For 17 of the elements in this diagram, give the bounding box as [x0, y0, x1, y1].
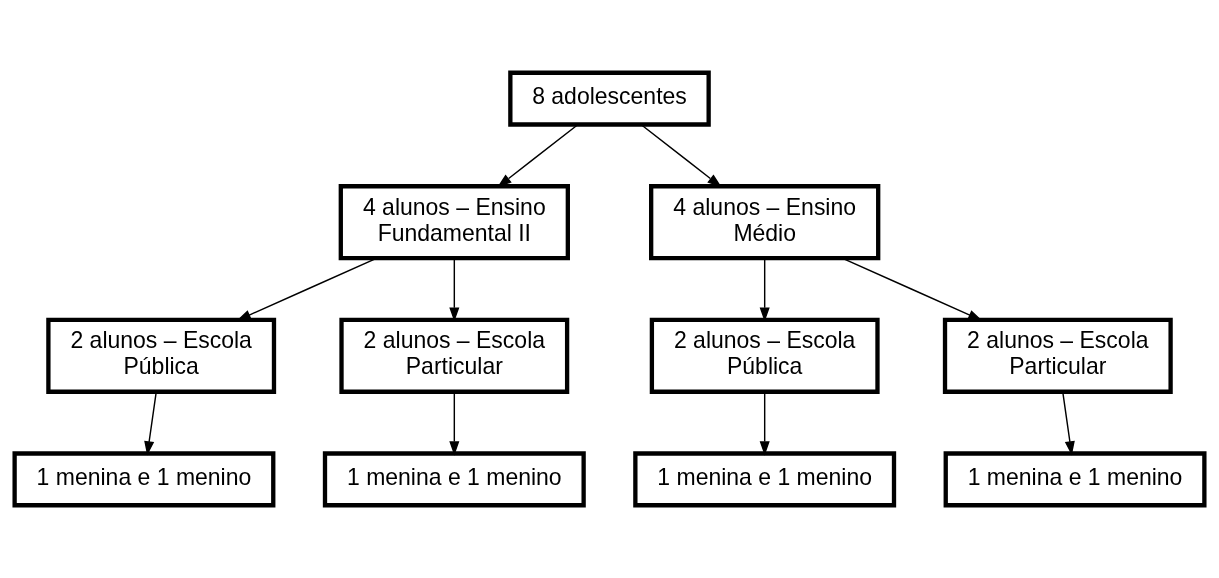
node-box: 8 adolescentes: [508, 70, 711, 127]
node-box: 2 alunos – Escola Particular: [942, 317, 1173, 394]
arrow: [759, 391, 770, 456]
node-box: 1 menina e 1 menino: [943, 451, 1207, 508]
arrow: [449, 391, 460, 456]
node-box: 4 alunos – Ensino Fundamental II: [338, 184, 570, 261]
node-box: 1 menina e 1 menino: [12, 451, 276, 508]
arrow: [144, 391, 157, 456]
node-box: 2 alunos – Escola Pública: [649, 317, 880, 394]
node-box: 4 alunos – Ensino Médio: [649, 184, 881, 261]
node-box: 1 menina e 1 menino: [322, 451, 586, 508]
node-box: 2 alunos – Escola Particular: [339, 317, 570, 394]
node-box: 1 menina e 1 menino: [633, 451, 897, 508]
arrow: [841, 257, 983, 321]
node-box: 2 alunos – Escola Pública: [46, 317, 277, 394]
arrow: [1062, 391, 1075, 456]
arrow: [236, 257, 378, 321]
